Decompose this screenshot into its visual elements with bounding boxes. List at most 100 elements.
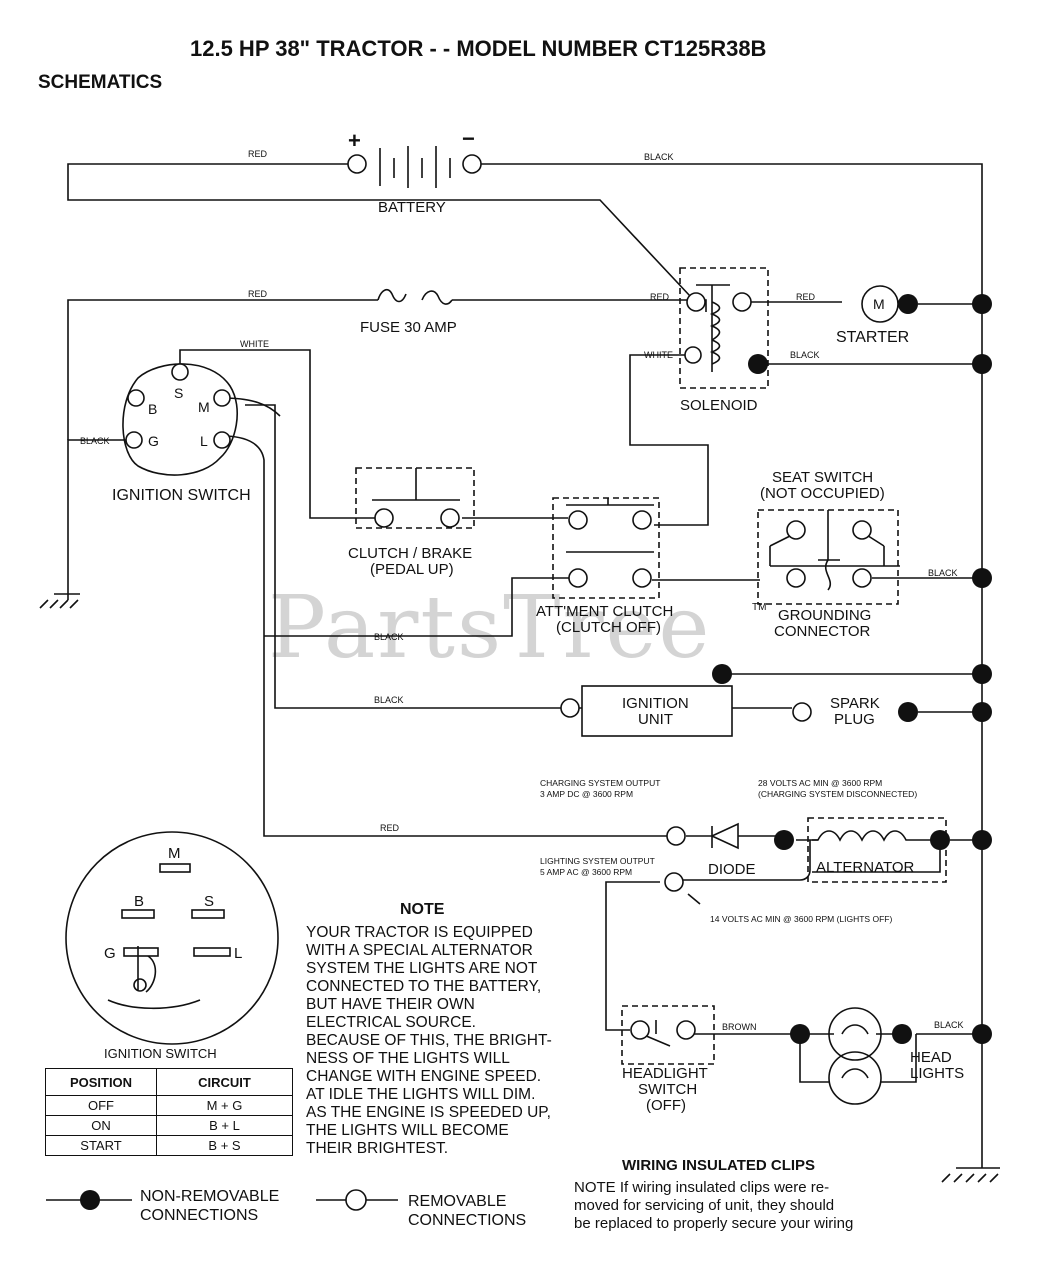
table-header: POSITION	[45, 1068, 157, 1096]
solenoid-label: SOLENOID	[680, 397, 758, 414]
starter-label: STARTER	[836, 329, 909, 346]
legend-removable-2: CONNECTIONS	[408, 1212, 527, 1229]
face-label-l: L	[234, 945, 242, 962]
fuse-label: FUSE 30 AMP	[360, 319, 457, 336]
charging-output-value: 3 AMP DC @ 3600 RPM	[540, 789, 633, 799]
wiring-clips-note: NOTE If wiring insulated clips were re- …	[574, 1179, 853, 1233]
note-line: BUT HAVE THEIR OWN	[306, 996, 475, 1013]
wire-label: RED	[796, 292, 816, 302]
lighting-output-label: LIGHTING SYSTEM OUTPUT	[540, 856, 655, 866]
alternator-voltage-label: 28 VOLTS AC MIN @ 3600 RPM	[758, 778, 882, 788]
charging-output-label: CHARGING SYSTEM OUTPUT	[540, 778, 660, 788]
battery-label: BATTERY	[378, 199, 446, 216]
wire-label: RED	[380, 823, 400, 833]
alternator-label: ALTERNATOR	[816, 859, 915, 876]
spark-plug-label-2: PLUG	[834, 711, 875, 728]
terminal-m: M	[198, 399, 210, 415]
spark-plug-label: SPARK	[830, 695, 880, 712]
wire-label: BLACK	[928, 568, 958, 578]
face-label-s: S	[204, 893, 214, 910]
table-cell: OFF	[45, 1095, 157, 1116]
note-line: AS THE ENGINE IS SPEEDED UP,	[306, 1104, 551, 1121]
clutch-brake-state: (PEDAL UP)	[370, 561, 454, 578]
face-label-m: M	[168, 845, 181, 862]
table-cell: START	[45, 1135, 157, 1156]
wire-label: BLACK	[644, 152, 674, 162]
page-title: 12.5 HP 38" TRACTOR - - MODEL NUMBER CT1…	[190, 36, 767, 61]
note-line: CHANGE WITH ENGINE SPEED.	[306, 1068, 542, 1085]
note-line: YOUR TRACTOR IS EQUIPPED	[306, 924, 533, 941]
note-line: ELECTRICAL SOURCE.	[306, 1014, 476, 1031]
wire-label: BROWN	[722, 1022, 757, 1032]
attment-clutch-label: ATT'MENT CLUTCH	[536, 603, 673, 620]
note-line: WITH A SPECIAL ALTERNATOR	[306, 942, 533, 959]
battery-negative: −	[462, 126, 475, 151]
table-row: ON B + L	[45, 1115, 293, 1136]
terminal-s: S	[174, 385, 183, 401]
wire-label: BLACK	[374, 632, 404, 642]
wiring-clips-line: NOTE If wiring insulated clips were re-	[574, 1179, 830, 1196]
ignition-unit-label: IGNITION	[622, 695, 689, 712]
head-lights-label: HEAD	[910, 1049, 952, 1066]
attment-clutch-state: (CLUTCH OFF)	[556, 619, 661, 636]
table-cell: B + S	[156, 1135, 293, 1156]
clutch-brake-label: CLUTCH / BRAKE	[348, 545, 472, 562]
grounding-label-2: CONNECTOR	[774, 623, 871, 640]
ignition-switch-label: IGNITION SWITCH	[112, 487, 251, 504]
wire-label: RED	[248, 289, 268, 299]
wire-label: BLACK	[80, 436, 110, 446]
note-line: THEIR BRIGHTEST.	[306, 1140, 449, 1157]
headlight-switch-state: (OFF)	[646, 1097, 686, 1114]
table-cell: M + G	[156, 1095, 293, 1116]
note-body: YOUR TRACTOR IS EQUIPPED WITH A SPECIAL …	[306, 924, 552, 1158]
lighting-output-value: 5 AMP AC @ 3600 RPM	[540, 867, 632, 877]
ignition-switch-table: POSITION CIRCUIT OFF M + G ON B + L STAR…	[45, 1068, 293, 1156]
terminal-b: B	[148, 401, 157, 417]
switch-face-title: IGNITION SWITCH	[104, 1046, 217, 1061]
wiring-clips-line: be replaced to properly secure your wiri…	[574, 1215, 854, 1232]
table-cell: ON	[45, 1115, 157, 1136]
ignition-unit-label-2: UNIT	[638, 711, 673, 728]
table-row: OFF M + G	[45, 1095, 293, 1116]
headlight-switch-label: HEADLIGHT	[622, 1065, 708, 1082]
wire-label: RED	[650, 292, 670, 302]
lighting-voltage-label: 14 VOLTS AC MIN @ 3600 RPM (LIGHTS OFF)	[710, 914, 892, 924]
wire-label: WHITE	[240, 339, 269, 349]
wiring-clips-heading: WIRING INSULATED CLIPS	[622, 1157, 816, 1174]
headlight-switch-label-2: SWITCH	[638, 1081, 697, 1098]
legend-removable: REMOVABLE	[408, 1193, 507, 1210]
terminal-l: L	[200, 433, 208, 449]
legend-non-removable: NON-REMOVABLE	[140, 1188, 280, 1205]
legend-non-removable-2: CONNECTIONS	[140, 1207, 259, 1224]
wire-label: BLACK	[934, 1020, 964, 1030]
wire-label: RED	[248, 149, 268, 159]
starter-motor-symbol: M	[873, 296, 885, 312]
seat-switch-label: SEAT SWITCH	[772, 469, 873, 486]
grounding-label: GROUNDING	[778, 607, 871, 624]
section-heading: SCHEMATICS	[38, 72, 163, 93]
wire-label: WHITE	[644, 350, 673, 360]
head-lights-label-2: LIGHTS	[910, 1065, 964, 1082]
note-line: CONNECTED TO THE BATTERY,	[306, 978, 542, 995]
alternator-voltage-note: (CHARGING SYSTEM DISCONNECTED)	[758, 789, 917, 799]
note-line: AT IDLE THE LIGHTS WILL DIM.	[306, 1086, 536, 1103]
face-label-b: B	[134, 893, 144, 910]
table-cell: B + L	[156, 1115, 293, 1136]
note-heading: NOTE	[400, 901, 445, 918]
table-header: CIRCUIT	[156, 1068, 293, 1096]
battery-positive: +	[348, 128, 361, 153]
note-line: NESS OF THE LIGHTS WILL	[306, 1050, 510, 1067]
wire-label: BLACK	[790, 350, 820, 360]
wiring-clips-line: moved for servicing of unit, they should	[574, 1197, 835, 1214]
terminal-g: G	[148, 433, 159, 449]
note-line: SYSTEM THE LIGHTS ARE NOT	[306, 960, 538, 977]
watermark: PartsTree	[268, 578, 712, 678]
face-label-g: G	[104, 945, 116, 962]
watermark-tm: TM	[752, 602, 766, 613]
table-row: START B + S	[45, 1135, 293, 1156]
wire-label: BLACK	[374, 695, 404, 705]
seat-switch-state: (NOT OCCUPIED)	[760, 485, 885, 502]
note-line: BECAUSE OF THIS, THE BRIGHT-	[306, 1032, 552, 1049]
note-line: THE LIGHTS WILL BECOME	[306, 1122, 509, 1139]
